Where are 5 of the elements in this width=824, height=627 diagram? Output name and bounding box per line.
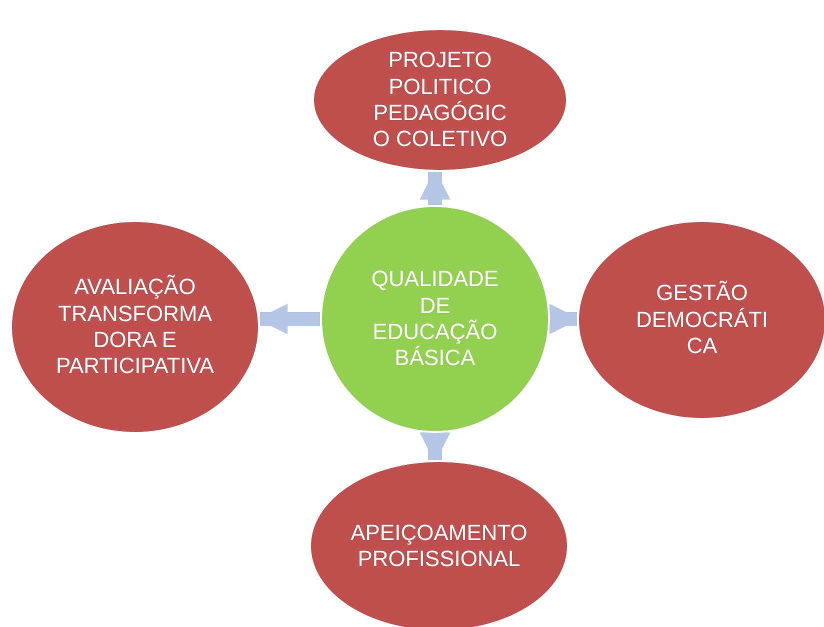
node-label: AVALIAÇÃO TRANSFORMADORA E PARTICIPATIVA <box>55 274 215 380</box>
node-label: GESTÃO DEMOCRÁTICA <box>635 280 769 360</box>
node-label: QUALIDADE DE EDUCAÇÃO BÁSICA <box>370 266 500 372</box>
node-label: PROJETO POLITICO PEDAGÓGICO COLETIVO <box>372 47 508 153</box>
node-label: APEIÇOAMENTO PROFISSIONAL <box>350 520 528 572</box>
